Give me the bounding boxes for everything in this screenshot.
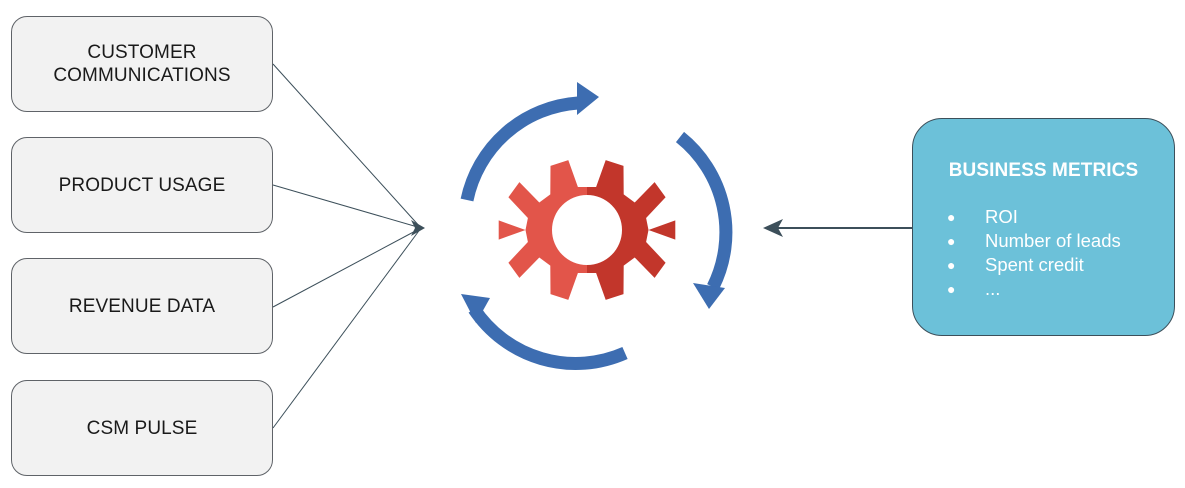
metrics-list-item: ● Spent credit (947, 253, 1121, 277)
bullet-icon: ● (947, 209, 956, 225)
metrics-title: BUSINESS METRICS (948, 160, 1139, 181)
input-connectors (272, 63, 422, 429)
cycle-arrow-top (460, 96, 579, 202)
metrics-item-label: ROI (985, 206, 1018, 227)
connector-usage (272, 184, 422, 229)
metrics-arrowhead (763, 219, 783, 237)
metrics-list-item: ● ROI (947, 205, 1121, 229)
cycle-arrow-right (675, 131, 733, 290)
cycle-arrowhead-bottom (461, 294, 490, 323)
input-box-csm-pulse: CSM PULSE (11, 380, 273, 476)
gear-left-half (498, 160, 587, 300)
bullet-icon: ● (947, 257, 956, 273)
cycle-arrowhead-right (693, 283, 725, 309)
metrics-list: ● ROI ● Number of leads ● Spent credit ●... (947, 205, 1121, 301)
input-box-revenue-data: REVENUE DATA (11, 258, 273, 354)
connector-revenue (272, 227, 422, 308)
connector-arrowhead (411, 220, 425, 236)
metrics-list-item: ● Number of leads (947, 229, 1121, 253)
gear-right-half (587, 160, 676, 300)
input-label-line: CUSTOMER (87, 42, 197, 63)
business-metrics-box: BUSINESS METRICS ● ROI ● Number of leads ●… (912, 118, 1175, 336)
cycle-arrowheads (461, 82, 725, 323)
input-label: CSM PULSE (86, 417, 198, 439)
metrics-item-label: ... (985, 278, 1001, 299)
input-label-line: COMMUNICATIONS (53, 65, 231, 86)
input-box-customer-communications: CUSTOMER COMMUNICATIONS (11, 16, 273, 112)
bullet-icon: ● (947, 281, 956, 297)
cycle-arrowhead-top (577, 82, 599, 115)
circular-arrows-icon (460, 96, 733, 370)
input-label: REVENUE DATA (68, 295, 216, 317)
connector-pulse (272, 227, 422, 429)
metrics-list-item: ●... (947, 277, 1121, 301)
input-label: PRODUCT USAGE (58, 174, 226, 196)
connector-customer (272, 63, 422, 229)
metrics-item-label: Spent credit (985, 254, 1084, 275)
metrics-item-label: Number of leads (985, 230, 1121, 251)
cycle-arrow-bottom (468, 305, 628, 370)
bullet-icon: ● (947, 233, 956, 249)
gear-icon (498, 160, 676, 300)
input-box-product-usage: PRODUCT USAGE (11, 137, 273, 233)
